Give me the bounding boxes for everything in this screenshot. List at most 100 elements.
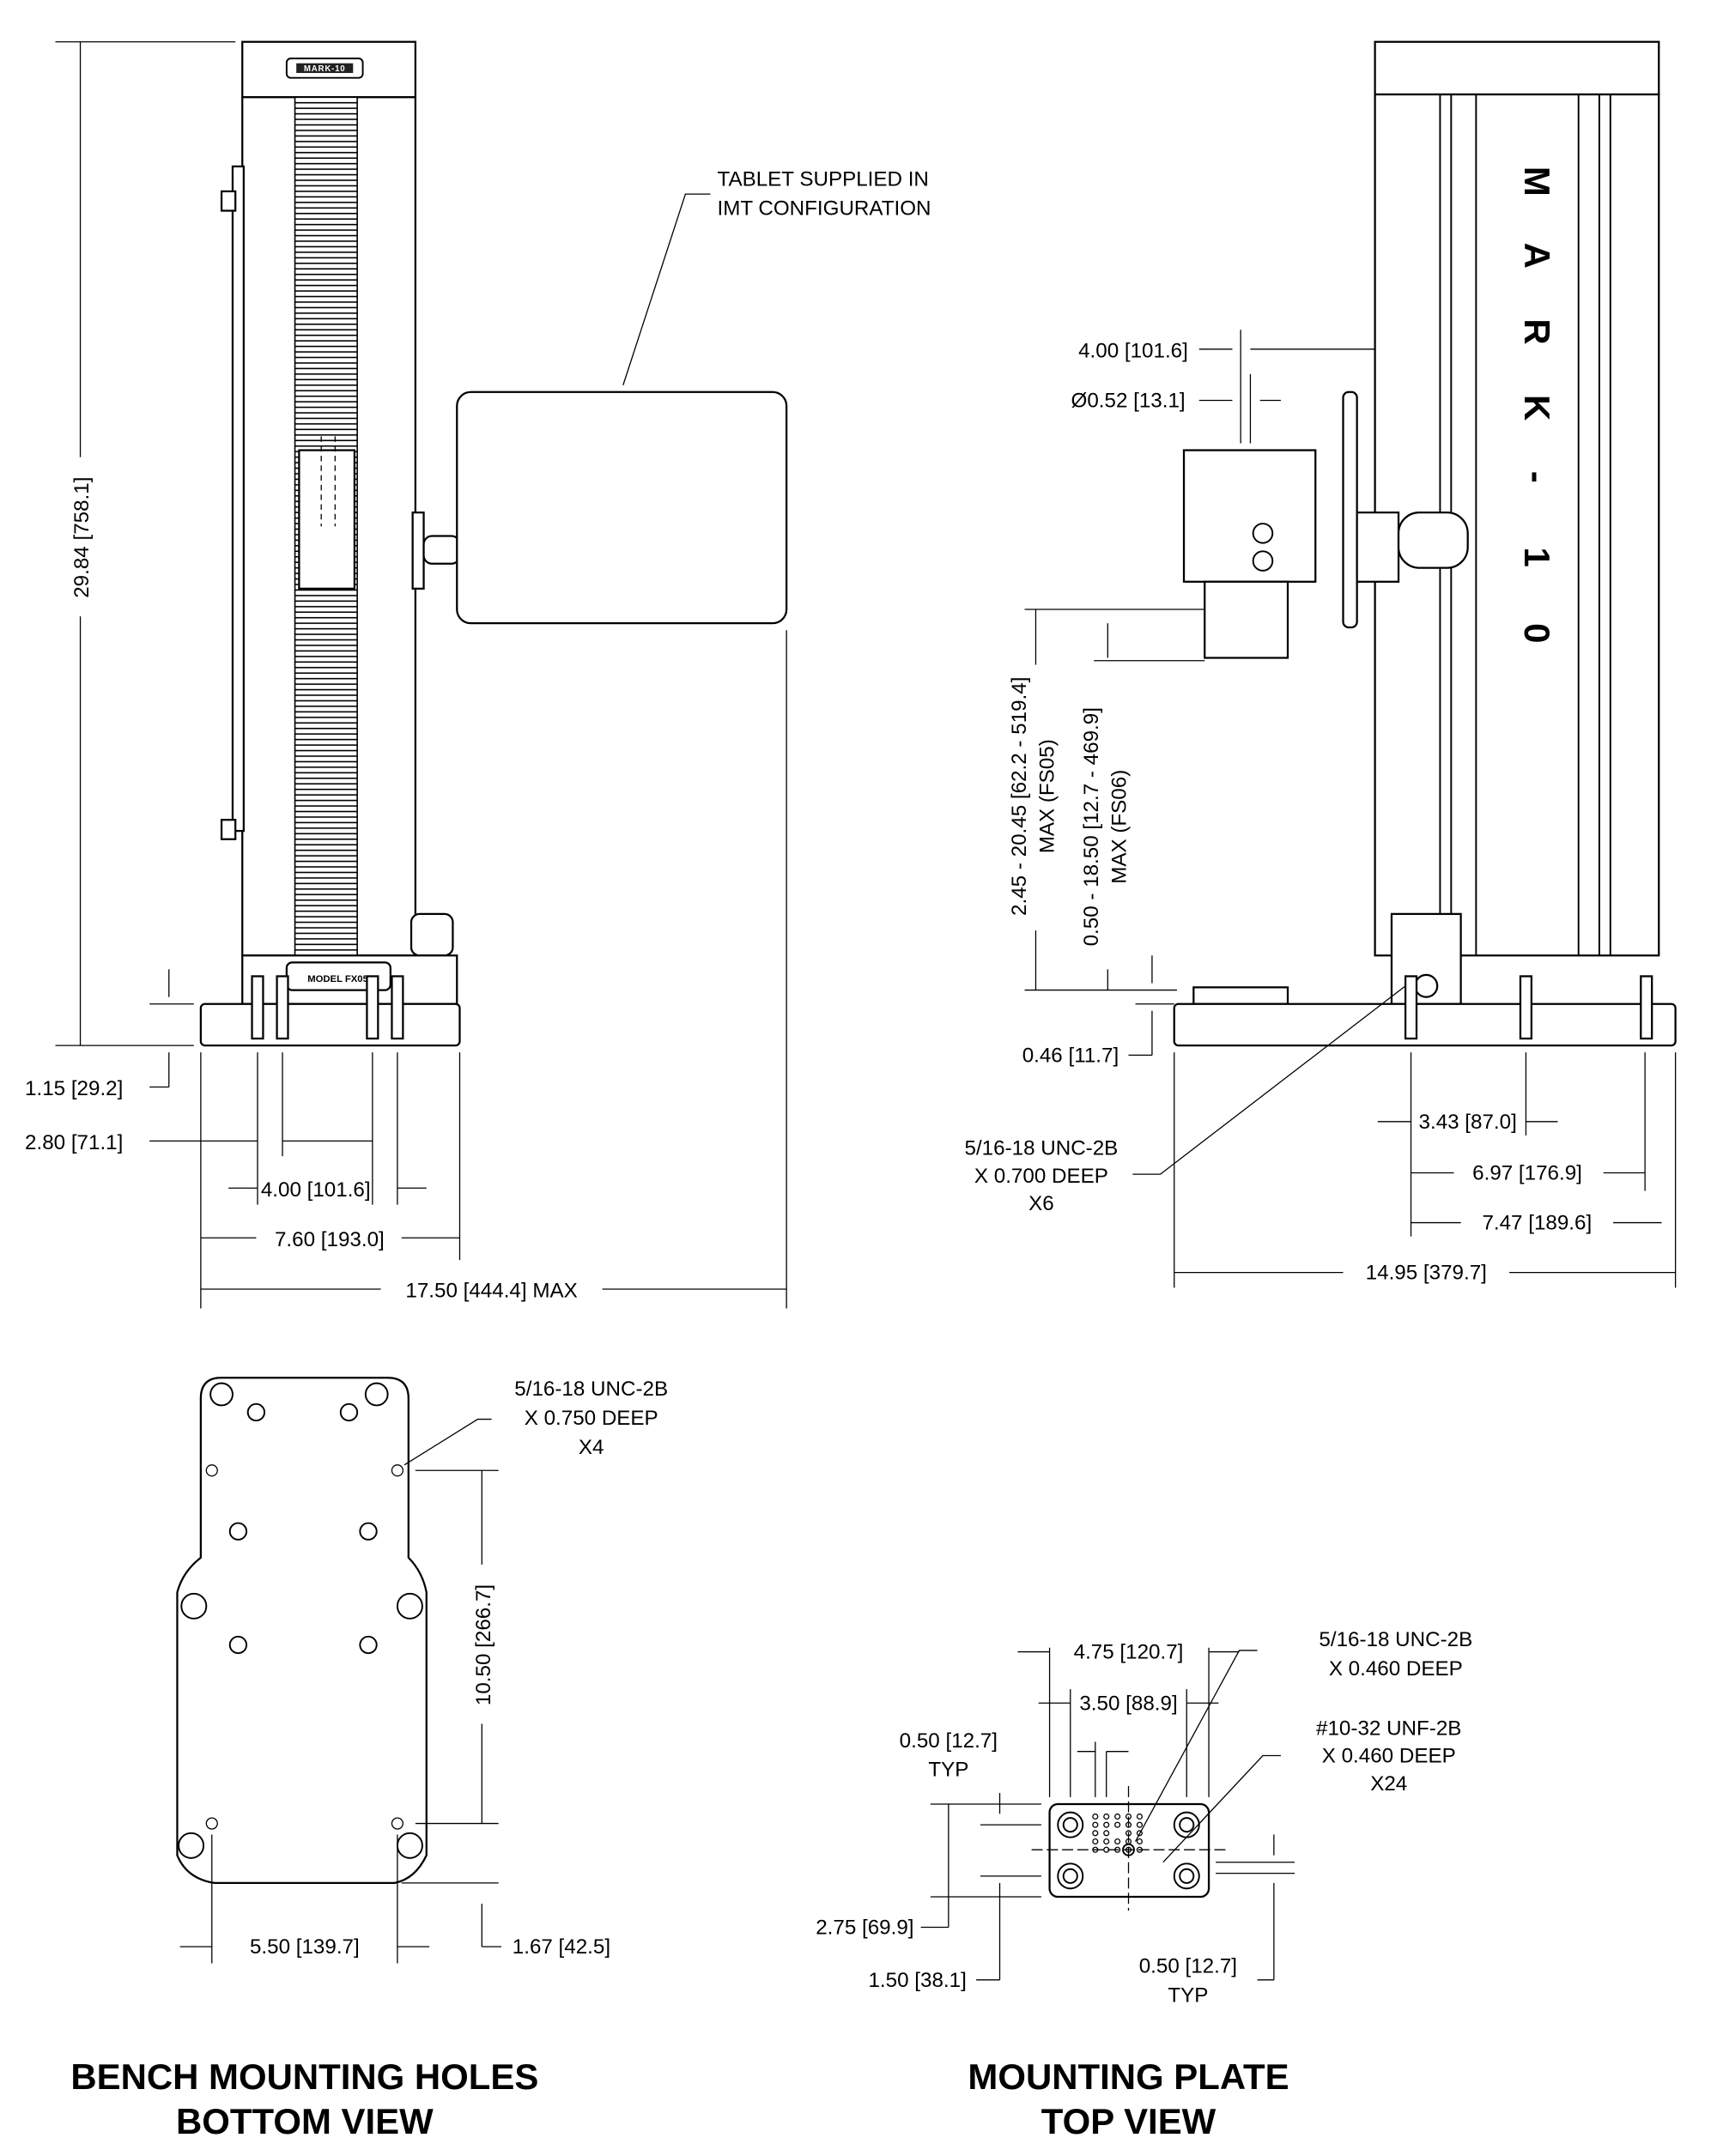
tablet-leader: [622, 193, 711, 385]
tablet-note: IMT CONFIGURATION: [717, 197, 931, 220]
column-cap: [1374, 40, 1660, 96]
dim-697-label: 6.97 [176.9]: [1472, 1162, 1582, 1185]
dim-050-top-label: 0.50 [12.7]: [900, 1729, 998, 1753]
view-title: TOP VIEW: [1041, 2101, 1216, 2141]
dim-range2-label: MAX (FS06): [1107, 770, 1131, 884]
thread-note: 5/16-18 UNC-2B: [1319, 1628, 1472, 1651]
mounting-plate-view: 4.75 [120.7] 3.50 [88.9] 0.50 [12.7] TYP…: [816, 1628, 1472, 2141]
dim-167-label: 1.67 [42.5]: [513, 1935, 610, 1959]
letter: R: [1517, 318, 1557, 344]
thread-note: X 0.700 DEEP: [974, 1165, 1108, 1188]
thread-note: X 0.750 DEEP: [525, 1407, 658, 1430]
tablet-mount: [411, 512, 425, 590]
base-outline: [176, 1377, 428, 1885]
dim-050-bot-label: TYP: [1168, 1984, 1208, 2008]
dim-range1-label: MAX (FS05): [1035, 739, 1059, 853]
tapped-hole: [1103, 1821, 1110, 1828]
thread-leader: [403, 1418, 492, 1466]
bolts: [251, 975, 404, 1040]
letter: A: [1517, 243, 1557, 269]
base: [1173, 1002, 1677, 1047]
dim-343-label: 3.43 [87.0]: [1419, 1111, 1517, 1134]
tapped-hole: [1114, 1813, 1121, 1820]
thread-note: X6: [1028, 1192, 1054, 1215]
dim-050-top-label: TYP: [928, 1759, 968, 1782]
base: [199, 1002, 461, 1047]
grip-attachment: [1204, 580, 1289, 659]
tablet-note: TABLET SUPPLIED IN: [717, 167, 928, 191]
dim-dia-label: Ø0.52 [13.1]: [1071, 390, 1186, 413]
dim-150-label: 1.50 [38.1]: [868, 1969, 966, 1992]
brand-badge-text: MARK-10: [304, 64, 346, 74]
tablet-arm: [422, 535, 461, 565]
tapped-hole: [1136, 1813, 1143, 1820]
dim-max-label: 17.50 [444.4] MAX: [405, 1280, 577, 1303]
dim-range2-label: 0.50 - 18.50 [12.7 - 469.9]: [1080, 707, 1103, 946]
dim-760-label: 7.60 [193.0]: [275, 1228, 385, 1251]
letter: 0: [1517, 623, 1557, 643]
dim-base-label: 1.15 [29.2]: [25, 1077, 123, 1100]
brand-badge: [285, 58, 364, 79]
thread-leader: [1135, 1650, 1258, 1842]
letter: 1: [1517, 547, 1557, 566]
dim-050-bot-label: 0.50 [12.7]: [1139, 1955, 1237, 1978]
front-view: M A R K - 1 0 4.00 [101.6] Ø0.52 [13.1] …: [965, 40, 1677, 1288]
dim-747-label: 7.47 [189.6]: [1482, 1212, 1592, 1235]
tapped-hole: [1092, 1821, 1099, 1828]
thread-note: X 0.460 DEEP: [1322, 1745, 1456, 1768]
tapped-hole: [1136, 1821, 1143, 1828]
tapped-hole: [1092, 1830, 1099, 1837]
mount-bracket: [1356, 511, 1400, 583]
thread-leader: [1162, 1754, 1281, 1863]
force-gauge: [1182, 449, 1317, 583]
knob: [410, 912, 454, 957]
tablet: [456, 391, 788, 625]
thread-note: #10-32 UNF-2B: [1316, 1717, 1461, 1740]
mounting-plate-side: [1192, 986, 1289, 1005]
tapped-hole: [1092, 1813, 1099, 1820]
thread-note: X 0.460 DEEP: [1329, 1657, 1463, 1681]
thread-leader: [1132, 985, 1406, 1175]
bottom-view: 5/16-18 UNC-2B X 0.750 DEEP X4 10.50 [26…: [70, 1377, 668, 2141]
thread-note: X4: [579, 1436, 604, 1459]
dim-400-label: 4.00 [101.6]: [1078, 339, 1188, 362]
dim-height-label: 29.84 [758.1]: [70, 477, 94, 598]
view-title: BENCH MOUNTING HOLES: [70, 2056, 538, 2097]
plate-outline: [1048, 1802, 1210, 1899]
letter: M: [1517, 167, 1557, 197]
tapped-hole: [1103, 1838, 1110, 1845]
dim-1050-label: 10.50 [266.7]: [472, 1584, 495, 1705]
tapped-hole: [1103, 1813, 1110, 1820]
hinge-icon: [220, 190, 237, 212]
dim-1495-label: 14.95 [379.7]: [1366, 1262, 1487, 1285]
clamp: [1397, 512, 1469, 569]
tapped-hole: [1136, 1830, 1143, 1837]
view-title: BOTTOM VIEW: [176, 2101, 434, 2141]
dim-400-label: 4.00 [101.6]: [261, 1178, 371, 1202]
dim-550-label: 5.50 [139.7]: [250, 1935, 360, 1959]
tapped-hole: [1114, 1838, 1121, 1845]
side-view: MARK-10 MODEL FX05 29.84 [758.1] 1.15 [2…: [25, 40, 931, 1309]
tapped-hole: [1092, 1838, 1099, 1845]
dim-350-label: 3.50 [88.9]: [1079, 1692, 1177, 1715]
tapped-hole: [1136, 1838, 1143, 1845]
thread-note: X24: [1370, 1772, 1407, 1796]
view-title: MOUNTING PLATE: [968, 2056, 1289, 2097]
tapped-hole: [1114, 1821, 1121, 1828]
column-letters: M A R K - 1 0: [1517, 167, 1557, 644]
letter: -: [1517, 471, 1557, 483]
thread-note: 5/16-18 UNC-2B: [965, 1137, 1119, 1160]
dim-046-label: 0.46 [11.7]: [1022, 1044, 1119, 1067]
dim-475-label: 4.75 [120.7]: [1074, 1641, 1184, 1664]
side-guard: [231, 165, 245, 833]
crosshead: [298, 449, 356, 590]
thread-note: 5/16-18 UNC-2B: [514, 1378, 668, 1401]
dim-275-label: 2.75 [69.9]: [816, 1917, 913, 1940]
mount-plate: [1342, 391, 1358, 629]
dim-280-label: 2.80 [71.1]: [25, 1131, 123, 1154]
model-label: MODEL FX05: [307, 974, 368, 984]
brand-badge-plate: [296, 63, 354, 74]
dim-range1-label: 2.45 - 20.45 [62.2 - 519.4]: [1008, 677, 1031, 916]
